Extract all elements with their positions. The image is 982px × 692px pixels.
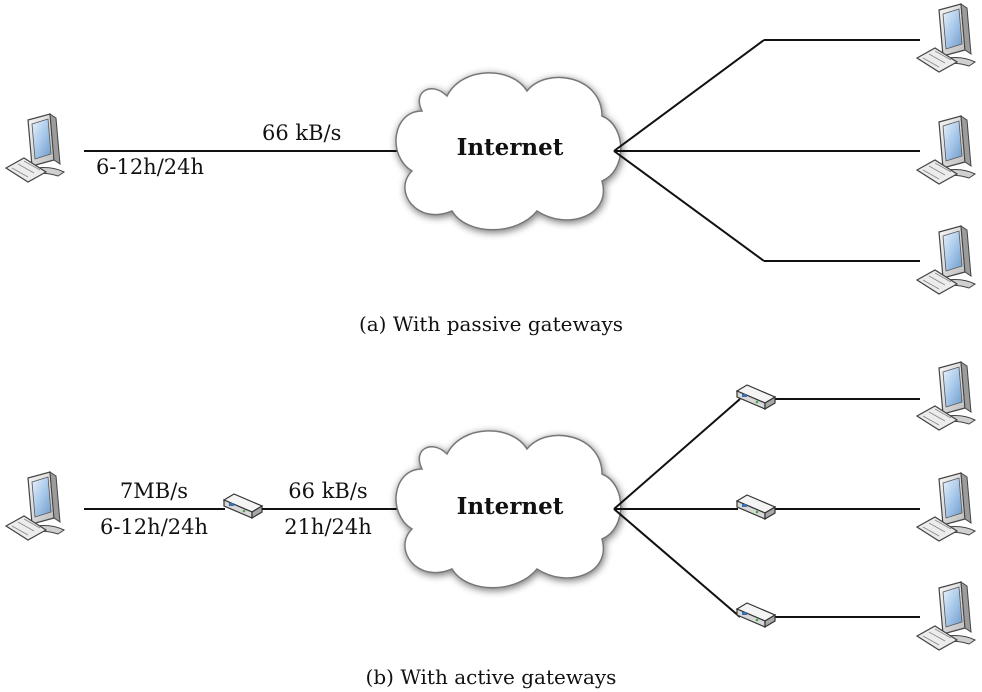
wan-speed-label: 66 kB/s: [288, 479, 367, 503]
computer-icon: [5, 471, 65, 541]
diagram-a: 66 kB/s 6-12h/24h Internet (a) With pass…: [5, 3, 976, 336]
computer-icon: [916, 472, 976, 542]
computer-icon: [916, 361, 976, 431]
computer-icon: [5, 113, 65, 183]
branch-line: [613, 150, 765, 262]
gateway-icon: [736, 384, 776, 410]
computer-icon: [916, 225, 976, 295]
wan-uptime-label: 21h/24h: [284, 515, 372, 539]
link-speed-label: 66 kB/s: [262, 121, 341, 145]
cloud-label: Internet: [457, 493, 564, 520]
computer-icon: [916, 581, 976, 651]
caption-a: (a) With passive gateways: [359, 312, 623, 336]
diagram-b: 7MB/s 6-12h/24h 66 kB/s 21h/24h Internet…: [5, 361, 976, 689]
branch-line: [613, 398, 741, 510]
computer-icon: [916, 115, 976, 185]
gateway-icon: [736, 602, 776, 628]
branch-line: [613, 508, 741, 618]
local-uptime-label: 6-12h/24h: [100, 515, 208, 539]
gateway-icon: [223, 493, 263, 519]
cloud-label: Internet: [457, 134, 564, 161]
branch-line: [613, 39, 765, 152]
caption-b: (b) With active gateways: [366, 665, 617, 689]
computer-icon: [916, 3, 976, 73]
link-uptime-label: 6-12h/24h: [96, 155, 204, 179]
gateway-icon: [736, 494, 776, 520]
local-speed-label: 7MB/s: [120, 479, 188, 503]
